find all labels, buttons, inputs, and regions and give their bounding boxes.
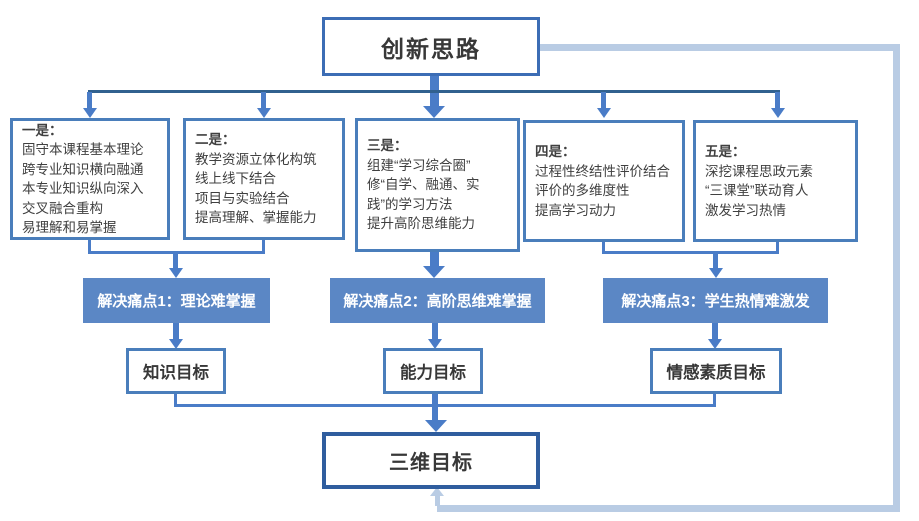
arrow-down-icon xyxy=(83,108,97,118)
final-goal-label: 三维目标 xyxy=(389,452,473,474)
bracket-line xyxy=(88,240,91,253)
arrow-stem xyxy=(173,252,178,268)
arrow-down-icon xyxy=(423,266,445,278)
arrow-stem xyxy=(173,323,179,340)
strategy-line: 提升高阶思维能力 xyxy=(367,216,475,232)
goal-emotion: 情感素质目标 xyxy=(650,348,782,394)
strategy-box-2: 二是： 教学资源立体化构筑 线上线下结合 项目与实验结合 提高理解、掌握能力 xyxy=(183,118,345,240)
arrow-up-icon xyxy=(430,487,444,496)
arrow-down-icon xyxy=(425,420,447,432)
arrow-down-icon xyxy=(709,268,723,278)
pain-point-label: 解决痛点1：理论难掌握 xyxy=(97,293,256,310)
arrow-stem xyxy=(432,323,438,340)
strategy-line: 评价的多维度性 xyxy=(535,183,630,198)
arrow-stem xyxy=(432,394,438,422)
strategy-line: 深挖课程思政元素 xyxy=(705,163,813,179)
strategy-line: 修“自学、融通、实 xyxy=(367,177,480,193)
goal-label: 知识目标 xyxy=(143,364,209,382)
title-node: 创新思路 xyxy=(322,17,540,76)
strategy-line: 践”的学习方法 xyxy=(367,196,453,212)
pain-point-3: 解决痛点3：学生热情难激发 xyxy=(603,278,828,323)
arrow-stem xyxy=(712,323,718,340)
goal-knowledge: 知识目标 xyxy=(126,348,226,394)
goal-label: 情感素质目标 xyxy=(666,364,766,382)
strategy-line: 组建“学习综合圈” xyxy=(367,157,471,173)
strategy-line: 线上线下结合 xyxy=(195,171,276,187)
feedback-arrow-stem xyxy=(435,496,440,506)
strategy-line: 跨专业知识横向融通 xyxy=(22,161,144,177)
arrow-stem xyxy=(775,92,780,108)
title-label: 创新思路 xyxy=(381,35,481,62)
bracket-line xyxy=(776,240,779,253)
arrow-stem xyxy=(430,252,439,268)
strategy-line: 固守本课程基本理论 xyxy=(22,142,144,157)
distribution-line xyxy=(88,90,780,93)
feedback-line-right xyxy=(893,44,900,512)
arrow-down-icon xyxy=(771,108,785,118)
strategy-heading: 三是： xyxy=(367,138,408,154)
arrow-down-icon xyxy=(169,339,183,349)
bracket-line xyxy=(262,240,265,253)
strategy-line: 交叉融合重构 xyxy=(22,200,103,216)
strategy-box-1: 一是： 固守本课程基本理论 跨专业知识横向融通 本专业知识纵向深入 交叉融合重构… xyxy=(10,118,170,240)
strategy-line: 教学资源立体化构筑 xyxy=(195,151,317,167)
bracket-line xyxy=(174,404,716,407)
strategy-line: 易理解和易掌握 xyxy=(22,220,117,235)
final-goal-node: 三维目标 xyxy=(322,432,540,489)
bracket-line xyxy=(602,251,779,254)
arrow-stem xyxy=(713,252,718,268)
arrow-down-icon xyxy=(708,339,722,349)
bracket-line xyxy=(174,394,177,407)
strategy-line: 激发学习热情 xyxy=(705,202,786,218)
arrow-down-icon xyxy=(597,108,611,118)
arrow-down-icon xyxy=(423,106,445,118)
strategy-heading: 一是： xyxy=(22,122,63,138)
arrow-stem xyxy=(87,92,92,108)
strategy-heading: 五是： xyxy=(705,144,746,159)
feedback-line-bottom xyxy=(437,505,900,512)
bracket-line xyxy=(713,394,716,407)
strategy-line: 过程性终结性评价结合 xyxy=(535,163,670,179)
feedback-line-top xyxy=(538,44,900,51)
arrow-down-icon xyxy=(257,108,271,118)
strategy-line: 提高理解、掌握能力 xyxy=(195,210,317,226)
pain-point-label: 解决痛点3：学生热情难激发 xyxy=(621,293,810,310)
strategy-box-4: 四是： 过程性终结性评价结合 评价的多维度性 提高学习动力 xyxy=(523,120,685,242)
arrow-down-icon xyxy=(169,268,183,278)
strategy-line: 提高学习动力 xyxy=(535,202,616,218)
goal-label: 能力目标 xyxy=(400,364,466,382)
strategy-line: “三课堂”联动育人 xyxy=(705,183,809,198)
arrow-stem xyxy=(601,92,606,108)
strategy-box-5: 五是： 深挖课程思政元素 “三课堂”联动育人 激发学习热情 xyxy=(693,120,858,242)
arrow-stem xyxy=(261,92,266,108)
bracket-line xyxy=(602,240,605,253)
pain-point-1: 解决痛点1：理论难掌握 xyxy=(83,278,270,323)
strategy-box-3: 三是： 组建“学习综合圈” 修“自学、融通、实 践”的学习方法 提升高阶思维能力 xyxy=(355,118,520,252)
goal-ability: 能力目标 xyxy=(383,348,483,394)
strategy-line: 项目与实验结合 xyxy=(195,190,290,206)
strategy-line: 本专业知识纵向深入 xyxy=(22,181,144,196)
strategy-heading: 二是： xyxy=(195,132,236,148)
pain-point-label: 解决痛点2：高阶思维难掌握 xyxy=(343,293,532,310)
arrow-down-icon xyxy=(428,339,442,349)
strategy-heading: 四是： xyxy=(535,144,576,159)
pain-point-2: 解决痛点2：高阶思维难掌握 xyxy=(330,278,545,323)
